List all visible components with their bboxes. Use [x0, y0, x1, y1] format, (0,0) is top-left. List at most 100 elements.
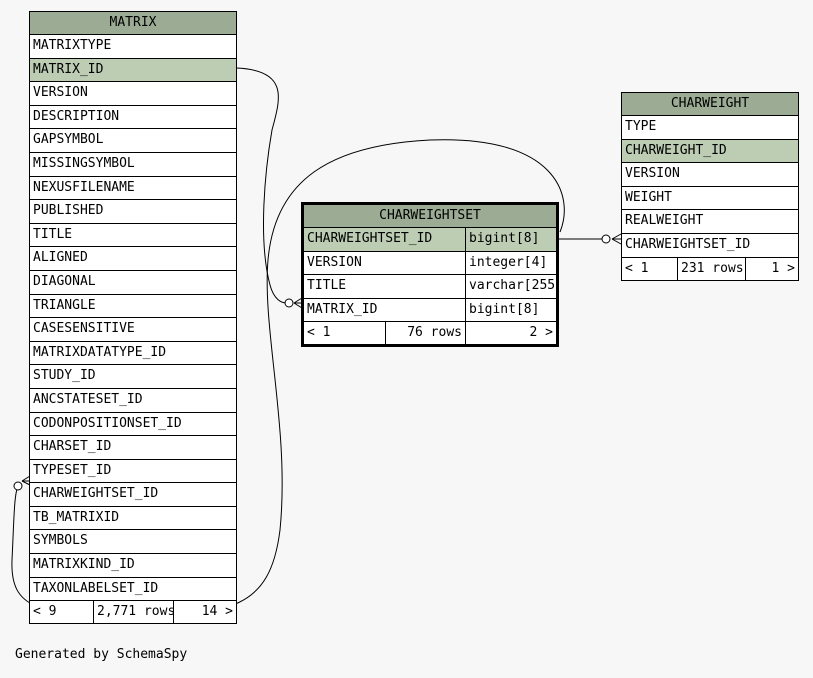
table-footer: < 1 76 rows 2 >: [304, 322, 556, 345]
row-count: 2,771 rows: [93, 601, 173, 624]
column-name: VERSION: [33, 85, 88, 101]
column-row[interactable]: PUBLISHED: [30, 200, 236, 224]
column-row[interactable]: SYMBOLS: [30, 530, 236, 555]
column-type: integer[4]: [465, 251, 556, 275]
column-row[interactable]: TITLE: [30, 224, 236, 248]
column-name: CHARWEIGHT_ID: [625, 142, 727, 158]
column-name: CHARWEIGHTSET_ID: [307, 231, 433, 246]
column-name: CASESENSITIVE: [33, 321, 135, 337]
table-title: CHARWEIGHT: [622, 93, 798, 116]
column-name: CODONPOSITIONSET_ID: [33, 415, 182, 431]
primary-key-row[interactable]: CHARWEIGHT_ID: [622, 139, 798, 164]
primary-key-row[interactable]: CHARWEIGHTSET_ID bigint[8]: [304, 228, 556, 252]
column-name: CHARWEIGHTSET_ID: [33, 486, 159, 502]
column-name: TRIANGLE: [33, 297, 96, 313]
column-name: ANCSTATESET_ID: [33, 391, 143, 407]
relationship-end-optional-icon: [601, 234, 611, 244]
column-row[interactable]: TYPESET_ID: [30, 460, 236, 484]
column-row[interactable]: MATRIXDATATYPE_ID: [30, 342, 236, 366]
column-row[interactable]: CHARSET_ID: [30, 436, 236, 460]
column-name: ALIGNED: [33, 250, 88, 266]
column-row[interactable]: MATRIXKIND_ID: [30, 554, 236, 578]
column-row[interactable]: TITLE varchar[255]: [304, 275, 556, 299]
crowfoot-icon: [21, 475, 31, 486]
column-name: TYPESET_ID: [33, 462, 112, 478]
column-row[interactable]: MATRIX_ID bigint[8]: [304, 298, 556, 323]
table-title: MATRIX: [30, 12, 236, 35]
relationship-charweightset-matrix: [235, 67, 287, 304]
column-row[interactable]: TYPE: [622, 116, 798, 140]
table-matrix[interactable]: MATRIX MATRIXTYPE MATRIX_ID VERSION DESCRIP…: [29, 11, 237, 625]
column-row[interactable]: MATRIXTYPE: [30, 35, 236, 59]
column-name: MATRIXDATATYPE_ID: [33, 344, 167, 360]
table-title: CHARWEIGHTSET: [304, 205, 556, 228]
column-name: WEIGHT: [625, 189, 672, 205]
column-name: MATRIXTYPE: [33, 38, 112, 53]
primary-key-row[interactable]: MATRIX_ID: [30, 58, 236, 83]
table-charweight[interactable]: CHARWEIGHT TYPE CHARWEIGHT_ID VERSION WEIGH…: [621, 92, 799, 281]
table-footer: < 1 231 rows 1 >: [622, 257, 798, 280]
column-row[interactable]: STUDY_ID: [30, 365, 236, 389]
column-row[interactable]: ANCSTATESET_ID: [30, 389, 236, 413]
column-name: TB_MATRIXID: [33, 509, 120, 525]
column-row[interactable]: TRIANGLE: [30, 295, 236, 319]
column-row[interactable]: MISSINGSYMBOL: [30, 153, 236, 177]
column-name: NEXUSFILENAME: [33, 179, 135, 195]
column-row[interactable]: VERSION: [30, 82, 236, 106]
children-link[interactable]: 14 >: [173, 601, 236, 624]
column-type: bigint[8]: [465, 298, 556, 322]
column-name: MATRIXKIND_ID: [33, 557, 135, 573]
column-name: STUDY_ID: [33, 368, 96, 384]
column-row[interactable]: NEXUSFILENAME: [30, 177, 236, 201]
children-link[interactable]: 1 >: [745, 257, 798, 280]
column-type: varchar[255]: [465, 275, 556, 298]
row-count: 76 rows: [385, 322, 465, 345]
column-row[interactable]: DIAGONAL: [30, 271, 236, 295]
table-footer: < 9 2,771 rows 14 >: [30, 601, 236, 624]
column-row[interactable]: TB_MATRIXID: [30, 507, 236, 531]
column-row[interactable]: CASESENSITIVE: [30, 318, 236, 342]
column-name: SYMBOLS: [33, 533, 88, 549]
column-name: CHARSET_ID: [33, 439, 112, 455]
column-row[interactable]: TAXONLABELSET_ID: [30, 578, 236, 602]
column-row[interactable]: CHARWEIGHTSET_ID: [622, 234, 798, 258]
column-row[interactable]: ALIGNED: [30, 247, 236, 271]
parents-link[interactable]: < 9: [33, 604, 57, 620]
column-name: CHARWEIGHTSET_ID: [625, 236, 751, 252]
column-name: GAPSYMBOL: [33, 132, 104, 148]
column-name: MATRIX_ID: [307, 301, 378, 317]
column-name: DIAGONAL: [33, 273, 96, 289]
column-row[interactable]: CHARWEIGHTSET_ID: [30, 483, 236, 507]
column-name: TITLE: [307, 278, 347, 294]
parents-link[interactable]: < 1: [307, 325, 331, 341]
column-name: MISSINGSYMBOL: [33, 155, 135, 171]
column-name: REALWEIGHT: [625, 213, 704, 229]
column-row[interactable]: REALWEIGHT: [622, 210, 798, 234]
crowfoot-icon: [611, 233, 622, 245]
children-link[interactable]: 2 >: [465, 322, 556, 345]
column-row[interactable]: DESCRIPTION: [30, 106, 236, 130]
relationship-end-optional-icon: [284, 298, 294, 308]
parents-link[interactable]: < 1: [625, 260, 649, 276]
column-name: TITLE: [33, 226, 73, 242]
row-count: 231 rows: [677, 257, 745, 280]
column-name: TYPE: [625, 119, 657, 134]
column-type: bigint[8]: [465, 228, 556, 251]
credit-text: Generated by SchemaSpy: [15, 647, 188, 662]
column-name: VERSION: [307, 254, 362, 270]
column-row[interactable]: VERSION integer[4]: [304, 251, 556, 276]
column-name: DESCRIPTION: [33, 108, 120, 124]
column-row[interactable]: CODONPOSITIONSET_ID: [30, 413, 236, 437]
crowfoot-icon: [293, 297, 303, 309]
relationship-end-optional-icon: [13, 481, 23, 491]
column-name: TAXONLABELSET_ID: [33, 580, 159, 596]
column-row[interactable]: VERSION: [622, 163, 798, 187]
column-name: VERSION: [625, 166, 680, 182]
column-name: PUBLISHED: [33, 203, 104, 219]
column-row[interactable]: WEIGHT: [622, 187, 798, 211]
column-row[interactable]: GAPSYMBOL: [30, 129, 236, 153]
relationship-matrix-charweightset: [11, 139, 565, 616]
column-name: MATRIX_ID: [33, 61, 104, 77]
